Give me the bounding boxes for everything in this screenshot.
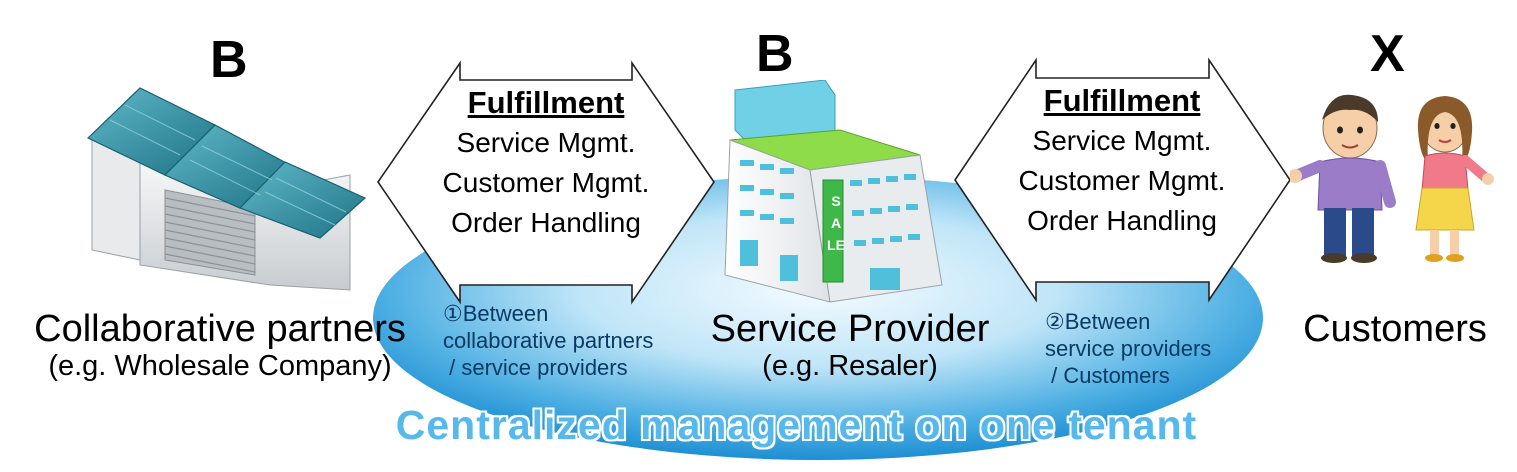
left-arrow-item: Service Mgmt. [456,127,636,158]
woman-figure [1415,96,1494,262]
warehouse-icon [86,87,367,291]
between-right-line: ②Between [1045,309,1151,334]
partner-name: Collaborative partners [34,308,406,350]
centralized-banner: Centralized management on one tenant [395,402,1198,448]
right-arrow-item: Service Mgmt. [1032,125,1212,156]
between-left-line: ①Between [443,301,549,326]
left-arrow-title: Fulfillment [467,85,625,120]
provider-example: (e.g. Resaler) [762,350,938,382]
left-arrow-item: Order Handling [451,207,641,238]
right-arrow-item: Customer Mgmt. [1018,165,1226,196]
partner-example: (e.g. Wholesale Company) [48,350,392,382]
between-right-line: service providers [1045,336,1212,361]
partner-role-label: B [210,31,248,89]
right-arrow-title: Fulfillment [1043,83,1201,118]
customer-role-label: X [1370,25,1405,83]
customers-icon [1290,94,1494,263]
right-arrow-text: Fulfillment Service Mgmt. Customer Mgmt.… [996,81,1248,241]
left-arrow-text: Fulfillment Service Mgmt. Customer Mgmt.… [420,83,672,243]
sale-sign [822,179,844,283]
right-arrow-item: Order Handling [1027,205,1217,236]
man-figure [1290,94,1396,263]
sale-sign-text: SALE [827,193,845,253]
between-right-label: ②Between service providers / Customers [1045,308,1211,389]
building-icon [724,80,943,303]
provider-role-label: B [756,25,794,83]
customer-name: Customers [1303,308,1487,350]
provider-name: Service Provider [710,308,990,350]
between-left-line: collaborative partners [443,328,654,353]
left-arrow-item: Customer Mgmt. [442,167,650,198]
between-left-label: ①Between collaborative partners / servic… [443,300,653,381]
between-left-line: / service providers [443,355,628,380]
between-right-line: / Customers [1045,363,1170,388]
